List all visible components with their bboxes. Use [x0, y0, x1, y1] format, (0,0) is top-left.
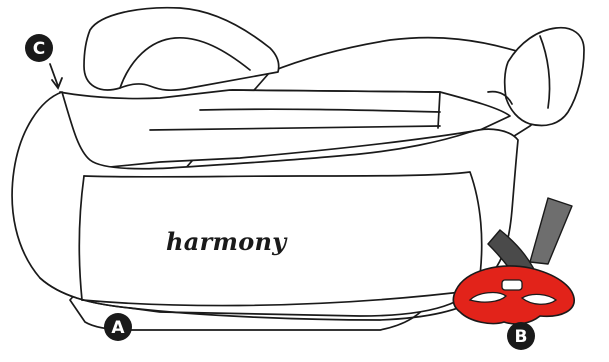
callout-c: C: [25, 34, 62, 88]
callout-label-c: C: [33, 39, 45, 59]
callout-label-b: B: [515, 327, 528, 347]
brand-logo: harmony: [166, 227, 288, 256]
callout-b: B: [507, 322, 535, 350]
callout-label-a: A: [111, 318, 125, 338]
callout-a: A: [104, 313, 132, 341]
belt-positioning-clip: [453, 266, 574, 324]
